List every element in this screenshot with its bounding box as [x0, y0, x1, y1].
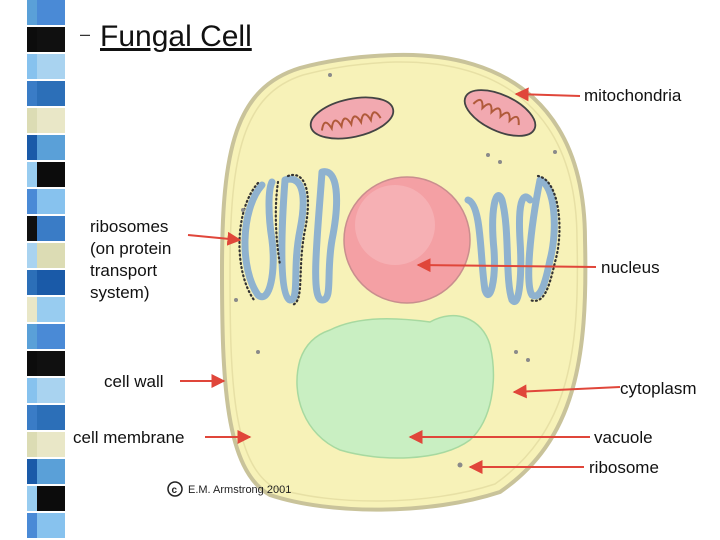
strip-edge-block	[27, 27, 37, 52]
strip-edge-block	[27, 162, 37, 187]
label-ribosomes: ribosomes (on protein transport system)	[90, 216, 171, 304]
strip-edge-block	[27, 108, 37, 133]
strip-edge-block	[27, 324, 37, 349]
label-ribosomes-line3: transport	[90, 261, 158, 280]
strip-edge-block	[27, 216, 37, 241]
label-vacuole: vacuole	[594, 428, 653, 447]
cell-membrane	[229, 61, 579, 502]
rough-er-left	[241, 168, 341, 304]
arrow-mitochondria	[514, 87, 581, 102]
decorative-strip	[27, 0, 65, 538]
strip-edge-block	[27, 189, 37, 214]
strip-edge-block	[27, 351, 37, 376]
strip-edge-block	[27, 297, 37, 322]
label-mitochondria: mitochondria	[584, 86, 682, 105]
strip-edge-block	[27, 54, 37, 79]
title-bullet: –	[80, 24, 91, 44]
mitochondrion-right	[463, 89, 537, 137]
nucleus-highlight	[355, 185, 435, 265]
strip-edge-block	[27, 486, 37, 511]
label-cell-membrane: cell membrane	[73, 428, 185, 447]
free-ribosomes	[234, 73, 557, 468]
arrow-ribosomes	[187, 231, 242, 246]
strip-edge-block	[27, 0, 37, 25]
label-arrows	[180, 87, 621, 474]
strip-edge-block	[27, 378, 37, 403]
label-ribosomes-line1: ribosomes	[90, 217, 169, 236]
label-ribosomes-line2: (on protein	[90, 239, 172, 258]
strip-edge-block	[27, 405, 37, 430]
arrow-cytoplasm	[512, 384, 621, 399]
strip-edge-block	[27, 135, 37, 160]
arrow-nucleus	[416, 258, 597, 273]
strip-edge-block	[27, 459, 37, 484]
copyright: c E.M. Armstrong 2001	[167, 481, 291, 497]
mitochondrion-left	[309, 96, 395, 140]
vacuole	[296, 314, 495, 459]
label-cell-wall: cell wall	[104, 372, 164, 391]
rough-er-right-ribosomes	[528, 174, 561, 302]
label-ribosome: ribosome	[589, 458, 659, 477]
label-nucleus: nucleus	[601, 258, 660, 277]
label-cytoplasm: cytoplasm	[620, 379, 697, 398]
svg-text:c: c	[172, 485, 178, 496]
smooth-er-right	[464, 176, 558, 306]
strip-edge-block	[27, 513, 37, 538]
strip-edge-block	[27, 81, 37, 106]
label-ribosomes-line4: system)	[90, 283, 150, 302]
slide-title: Fungal Cell	[100, 20, 252, 53]
strip-edge-block	[27, 270, 37, 295]
strip-edge-block	[27, 432, 37, 457]
strip-edge-block	[27, 243, 37, 268]
copyright-text: E.M. Armstrong 2001	[188, 484, 291, 496]
